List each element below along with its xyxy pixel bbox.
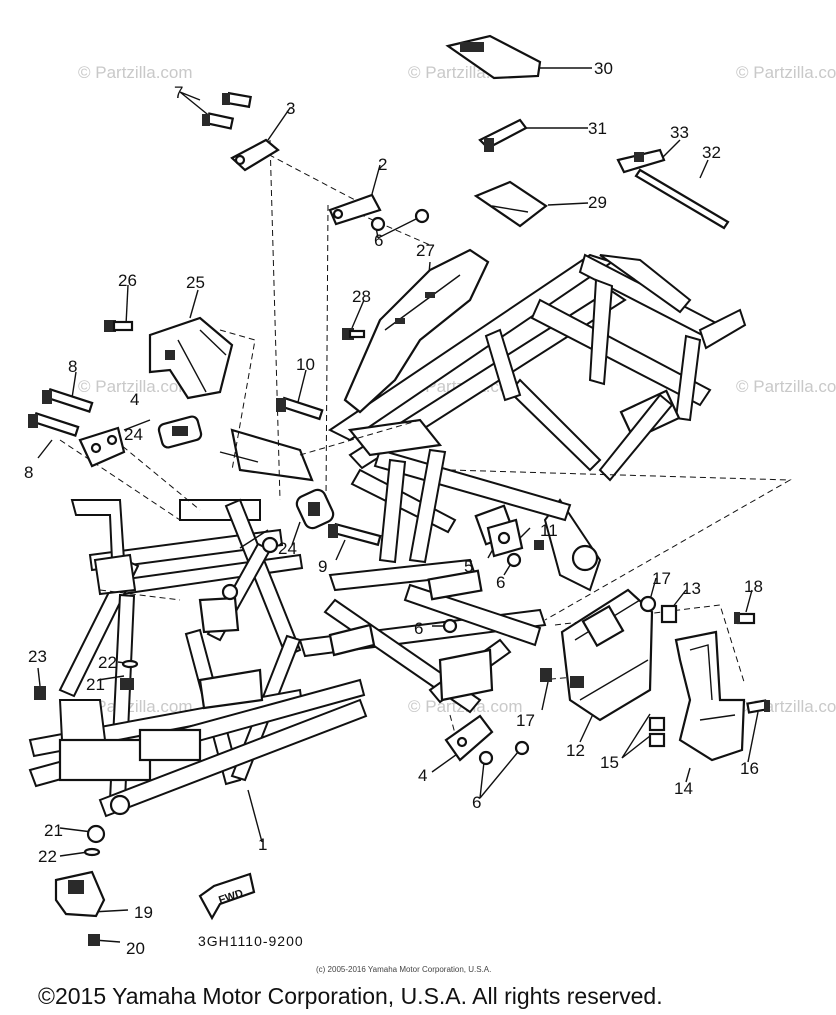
callout-32: 32 xyxy=(702,143,721,162)
grommet-21-top xyxy=(120,678,134,690)
callout-10: 10 xyxy=(296,355,315,374)
nuts-6-top xyxy=(370,208,430,232)
tool-bag-30 xyxy=(445,34,542,80)
callout-24: 24 xyxy=(124,425,143,444)
bracket-19 xyxy=(54,870,106,918)
nuts-6-bottom xyxy=(478,740,530,766)
damper-24-top xyxy=(157,415,203,449)
callout-25: 25 xyxy=(186,273,205,292)
callout-8: 8 xyxy=(24,463,33,482)
callout-19: 19 xyxy=(134,903,153,922)
bolt-20 xyxy=(88,934,100,946)
bolt-8b xyxy=(28,412,80,437)
callout-15: 15 xyxy=(600,753,619,772)
callout-22: 22 xyxy=(98,653,117,672)
callout-6: 6 xyxy=(472,793,481,812)
bolt-18 xyxy=(734,612,756,625)
callout-26: 26 xyxy=(118,271,137,290)
plate-4-right xyxy=(444,714,494,762)
callout-28: 28 xyxy=(352,287,371,306)
callout-8: 8 xyxy=(68,357,77,376)
bolt-17-bottom xyxy=(540,668,552,682)
grommet-21-bottom xyxy=(86,824,106,844)
callout-6: 6 xyxy=(374,231,383,250)
callout-17: 17 xyxy=(652,569,671,588)
callout-18: 18 xyxy=(744,577,763,596)
callout-14: 14 xyxy=(674,779,693,798)
footer-copyright: ©2015 Yamaha Motor Corporation, U.S.A. A… xyxy=(38,983,663,1009)
bolt-16 xyxy=(746,699,770,714)
bracket-2 xyxy=(328,193,382,226)
watermark: © Partzilla.com xyxy=(78,63,193,82)
bolt-17-top xyxy=(639,595,657,613)
callout-4: 4 xyxy=(418,766,427,785)
callout-5: 5 xyxy=(464,557,473,576)
bolt-8a xyxy=(42,388,94,413)
direction-indicator: FWD xyxy=(198,872,256,921)
clip-22-bottom xyxy=(83,847,101,857)
damper-24-mid xyxy=(295,488,335,530)
cushions-15 xyxy=(648,716,666,748)
callout-33: 33 xyxy=(670,123,689,142)
clip-22-top xyxy=(121,659,139,669)
bolt-7b xyxy=(202,112,235,130)
callout-20: 20 xyxy=(126,939,145,958)
bolt-26 xyxy=(104,320,134,332)
guard-27 xyxy=(343,248,490,414)
nut-6-mid xyxy=(506,552,522,568)
callout-17: 17 xyxy=(516,711,535,730)
bolt-10 xyxy=(276,396,324,421)
callout-1: 1 xyxy=(258,835,267,854)
bolt-7a xyxy=(222,91,252,109)
callout-4: 4 xyxy=(130,390,139,409)
callout-21: 21 xyxy=(86,675,105,694)
bracket-3 xyxy=(230,138,280,172)
watermark: © Partzilla.com xyxy=(736,63,836,82)
bolt-23 xyxy=(34,686,46,700)
callout-12: 12 xyxy=(566,741,585,760)
callout-6: 6 xyxy=(414,619,423,638)
bag-29 xyxy=(473,180,548,228)
callout-9: 9 xyxy=(318,557,327,576)
callout-7: 7 xyxy=(174,83,183,102)
callout-16: 16 xyxy=(740,759,759,778)
callout-13: 13 xyxy=(682,579,701,598)
callout-24: 24 xyxy=(278,539,297,558)
tool-32 xyxy=(634,168,730,230)
nut-6-low xyxy=(442,618,458,634)
plate-5 xyxy=(486,518,524,558)
callout-30: 30 xyxy=(594,59,613,78)
callout-29: 29 xyxy=(588,193,607,212)
bolt-28 xyxy=(342,328,366,340)
callout-11: 11 xyxy=(540,521,558,540)
watermark: © Partzilla.com xyxy=(78,377,193,396)
callout-2: 2 xyxy=(378,155,387,174)
callout-6: 6 xyxy=(496,573,505,592)
bolt-9 xyxy=(328,522,382,547)
bracket-25 xyxy=(148,316,234,400)
bolt-11 xyxy=(534,540,544,550)
cover-14 xyxy=(674,630,746,762)
callout-labels: 1 2 3 4 4 5 6 6 6 6 7 8 8 9 10 11 12 13 … xyxy=(24,59,763,958)
wrench-31 xyxy=(478,118,528,152)
callout-23: 23 xyxy=(28,647,47,666)
callout-22: 22 xyxy=(38,847,57,866)
plate-4-left xyxy=(78,426,126,468)
callout-31: 31 xyxy=(588,119,607,138)
small-copyright: (c) 2005-2016 Yamaha Motor Corporation, … xyxy=(316,965,491,974)
callout-21: 21 xyxy=(44,821,63,840)
part-code: 3GH1110-9200 xyxy=(198,933,304,949)
handle-33 xyxy=(616,148,666,174)
watermark: © Partzilla.com xyxy=(78,697,193,716)
cushion-13 xyxy=(660,604,678,624)
watermark: © Partzilla.com xyxy=(736,377,836,396)
callout-3: 3 xyxy=(286,99,295,118)
battery-box-12 xyxy=(560,588,654,722)
callout-27: 27 xyxy=(416,241,435,260)
